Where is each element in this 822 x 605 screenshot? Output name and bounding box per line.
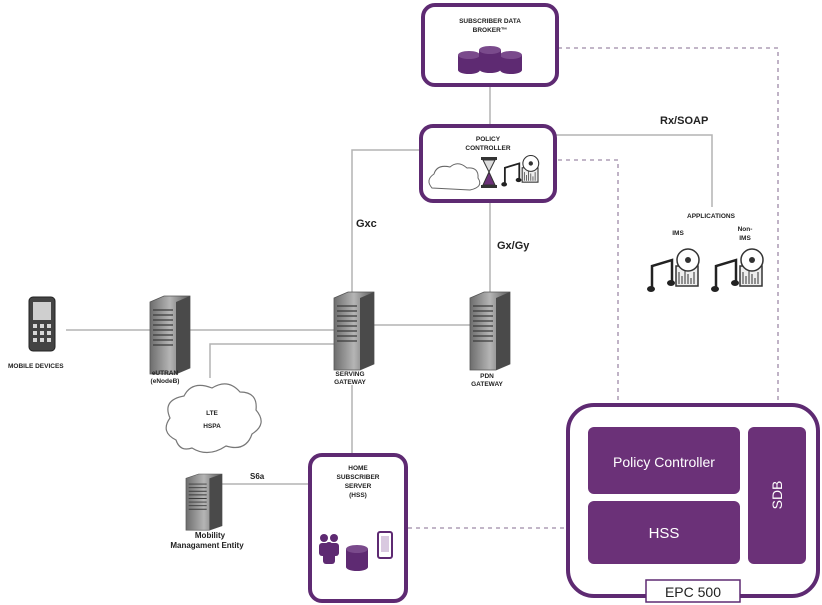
applications-group: APPLICATIONS IMS Non- IMS bbox=[645, 213, 765, 294]
rx-soap-label: Rx/SOAP bbox=[660, 115, 708, 127]
database-icon bbox=[458, 46, 522, 74]
epc-sdb-block bbox=[748, 427, 806, 564]
mme-label-1: Mobility bbox=[195, 531, 226, 540]
applications-label: APPLICATIONS bbox=[687, 213, 736, 220]
hss-label-4: (HSS) bbox=[349, 492, 367, 499]
smartphone-icon bbox=[377, 531, 393, 559]
mme-label-2: Managament Entity bbox=[170, 541, 244, 550]
hss-label-1: HOME bbox=[348, 465, 368, 472]
gxc-label: Gxc bbox=[356, 218, 377, 230]
hss-label-2: SUBSCRIBER bbox=[337, 474, 380, 481]
lte-hspa-cloud bbox=[165, 383, 262, 454]
eutran-label-2: (eNodeB) bbox=[151, 378, 180, 385]
epc-dashed-links bbox=[408, 47, 779, 529]
mobile-devices-label: MOBILE DEVICES bbox=[8, 363, 64, 370]
hss-label-3: SERVER bbox=[345, 483, 372, 490]
non-ims-label-1: Non- bbox=[738, 226, 753, 233]
cloud-icon bbox=[428, 163, 481, 191]
policy-controller-label-2: CONTROLLER bbox=[465, 145, 510, 152]
mme-server-icon bbox=[185, 473, 223, 531]
epc-policy-controller-label: Policy Controller bbox=[613, 454, 715, 470]
pdn-gateway-label-2: GATEWAY bbox=[471, 381, 503, 388]
serving-gateway-server-icon bbox=[333, 291, 375, 371]
pdn-gateway-server-icon bbox=[469, 291, 511, 371]
policy-controller-label-1: POLICY bbox=[476, 136, 501, 143]
hourglass-icon bbox=[481, 157, 497, 188]
pdn-gateway-label-1: PDN bbox=[480, 373, 494, 380]
sdb-broker-label-2: BROKER™ bbox=[473, 27, 508, 34]
non-ims-label-2: IMS bbox=[739, 235, 751, 242]
serving-gateway-label-1: SERVING bbox=[335, 371, 364, 378]
policy-controller-node: POLICY CONTROLLER bbox=[419, 124, 557, 203]
lte-label: LTE bbox=[206, 410, 218, 417]
epc-500-title: EPC 500 bbox=[665, 584, 721, 600]
s6a-label: S6a bbox=[250, 472, 265, 481]
eutran-label-1: eUTRAN bbox=[152, 370, 179, 377]
hspa-label: HSPA bbox=[203, 423, 221, 430]
epc-policy-controller-block bbox=[588, 427, 740, 494]
subscriber-data-broker-node: SUBSCRIBER DATA BROKER™ bbox=[421, 3, 559, 87]
users-icon bbox=[319, 534, 339, 564]
epc-sdb-label: SDB bbox=[769, 481, 785, 510]
gx-gy-label: Gx/Gy bbox=[497, 240, 530, 252]
database-icon bbox=[346, 545, 368, 571]
eutran-server-icon bbox=[149, 295, 191, 375]
ims-app-icon bbox=[645, 247, 701, 294]
non-ims-app-icon bbox=[709, 247, 765, 294]
sdb-broker-label-1: SUBSCRIBER DATA bbox=[459, 18, 521, 25]
epc-hss-block bbox=[588, 501, 740, 564]
connection-lines bbox=[66, 86, 713, 485]
mobile-phone-icon bbox=[28, 296, 56, 352]
hss-node: HOME SUBSCRIBER SERVER (HSS) bbox=[308, 453, 408, 603]
ims-label: IMS bbox=[672, 230, 684, 237]
serving-gateway-label-2: GATEWAY bbox=[334, 379, 366, 386]
epc-hss-label: HSS bbox=[649, 525, 680, 542]
epc-500-box: Policy Controller HSS SDB EPC 500 bbox=[566, 403, 820, 603]
